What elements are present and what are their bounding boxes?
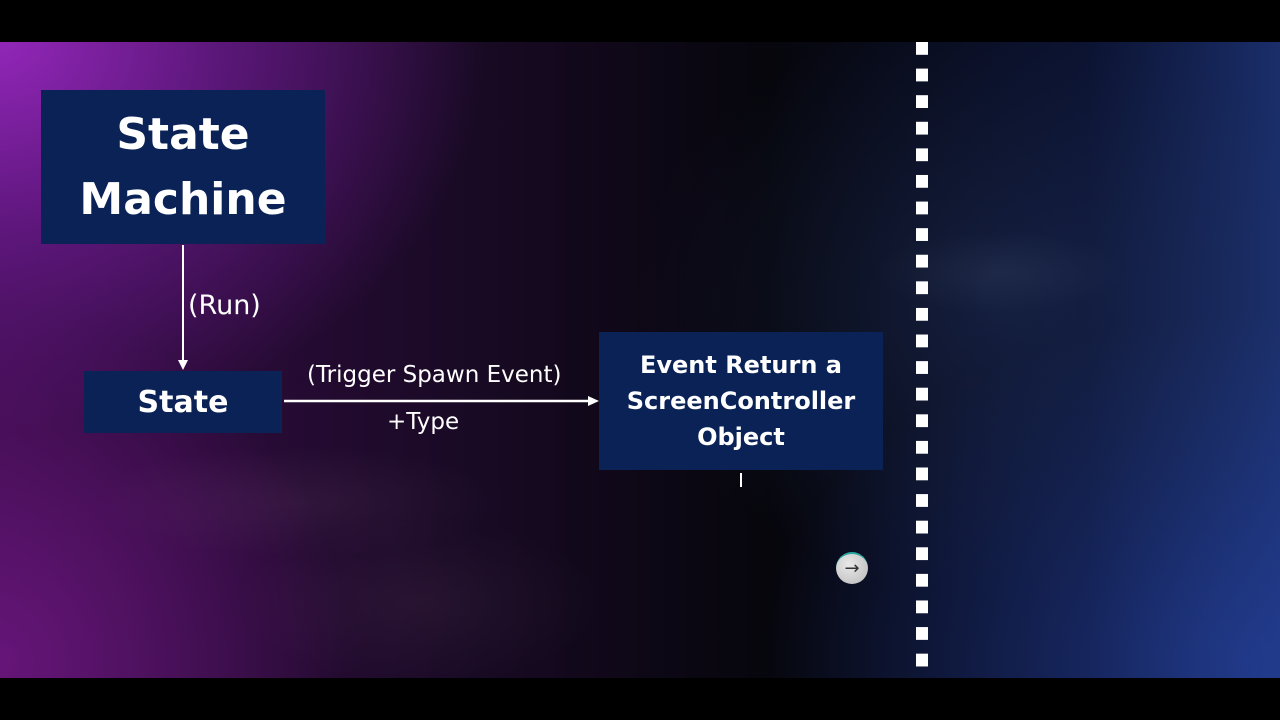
- dashed-divider: [916, 42, 928, 678]
- type-edge-sublabel: +Type: [387, 409, 460, 435]
- event-node-line2: ScreenController: [626, 387, 856, 415]
- next-button[interactable]: →: [836, 552, 868, 584]
- state-node-label: State: [137, 384, 229, 420]
- event-node-line1: Event Return a: [639, 351, 842, 379]
- slide: State Machine (Run) State (Trigger Spawn…: [0, 42, 1280, 678]
- trigger-arrowhead: [588, 396, 599, 406]
- run-arrowhead: [178, 360, 188, 370]
- event-node: Event Return a ScreenController Object: [599, 332, 883, 470]
- state-machine-node: State Machine: [41, 90, 325, 244]
- run-edge-label: (Run): [188, 290, 261, 321]
- event-node-line3: Object: [697, 423, 785, 451]
- trigger-edge-label: (Trigger Spawn Event): [307, 362, 562, 388]
- state-node: State: [84, 371, 282, 433]
- state-machine-title-line2: Machine: [79, 174, 287, 225]
- arrow-right-icon: →: [844, 558, 860, 579]
- connectors: [178, 245, 742, 487]
- state-machine-title-line1: State: [116, 109, 250, 160]
